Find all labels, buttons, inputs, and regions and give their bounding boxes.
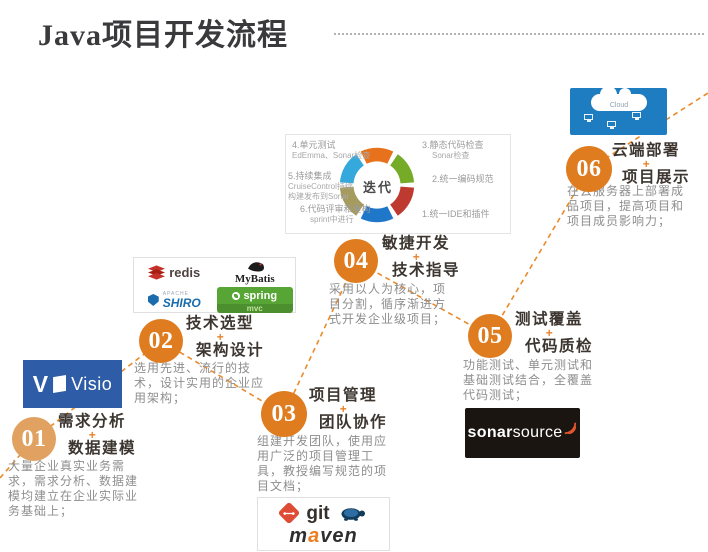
step-05-badge: 05: [468, 314, 512, 358]
step-04-title: 敏捷开发+技术指导: [382, 235, 461, 280]
visio-logo: V Visio: [23, 360, 122, 408]
sonar-signal-icon: [565, 422, 577, 435]
plus-icon: +: [642, 156, 652, 171]
cloud-label: Cloud: [609, 102, 629, 109]
step-06-badge: 06: [566, 146, 612, 192]
visio-page-icon: [53, 375, 67, 393]
iteration-label-unified-ide: 1.统一IDE和插件: [422, 209, 490, 219]
maven-wordmark: maven: [289, 525, 358, 547]
step-06-number: 06: [576, 155, 602, 182]
step-02-badge: 02: [139, 319, 183, 363]
iteration-label-code-review: 6.代码评审和重构 sprint中进行: [300, 204, 371, 225]
spring-leaf-icon: [232, 291, 241, 300]
step-04-description: 采用以人为核心，项目分割，循序渐进方式开发企业级项目；: [329, 282, 447, 326]
page-title: Java项目开发流程: [38, 19, 288, 52]
step-01-description: 大量企业真实业务需求，需求分析、数据建模均建立在企业实际业务基础上；: [8, 459, 139, 518]
step-03-number: 03: [271, 400, 297, 427]
shiro-logo: APACHE SHIRO: [134, 286, 215, 314]
cloud-deployment-image: Cloud: [570, 86, 667, 135]
step-04-badge: 04: [334, 239, 378, 283]
visio-wordmark: Visio: [71, 373, 113, 394]
step-05-number: 05: [477, 322, 503, 349]
step-01-number: 01: [21, 425, 47, 452]
build-tools-logos: git maven: [257, 497, 390, 551]
step-05-description: 功能测试、单元测试和基础测试结合，全覆盖代码测试；: [463, 358, 594, 402]
spring-mvc-logo: spring mvc: [215, 286, 296, 314]
iteration-label-continuous-integration: 5.持续集成 CruiseControl持续 构建发布到Sonar: [288, 171, 353, 202]
mybatis-bird-icon: [247, 261, 264, 271]
step-03-description: 组建开发团队，使用应用广泛的项目管理工具，教授编写规范的项目文档；: [257, 434, 388, 493]
monitor-icon: [632, 112, 641, 120]
tortoisesvn-turtle-icon: [341, 507, 365, 521]
visio-v-icon: V: [32, 370, 49, 397]
monitor-icon: [584, 114, 593, 122]
monitor-icon: [607, 121, 616, 129]
title-dotted-rule: [334, 33, 704, 35]
iteration-center-label: 迭代: [363, 180, 394, 195]
step-02-title: 技术选型+架构设计: [186, 315, 265, 360]
iteration-label-coding-standard: 2.统一编码规范: [432, 174, 494, 184]
step-06-title: 云端部署+项目展示: [612, 142, 691, 187]
iteration-label-unit-test: 4.单元测试 EdEmma、Sonar检查: [292, 140, 371, 161]
iteration-cycle-panel: 迭代 4.单元测试 EdEmma、Sonar检查 5.持续集成 CruiseCo…: [285, 134, 511, 234]
plus-icon: +: [339, 401, 349, 416]
plus-icon: +: [545, 325, 555, 340]
step-04-number: 04: [343, 247, 369, 274]
redis-icon: [148, 264, 166, 280]
step-01-badge: 01: [12, 417, 56, 461]
step-03-title: 项目管理+团队协作: [309, 387, 388, 432]
step-05-title: 测试覆盖+代码质检: [515, 311, 594, 356]
mybatis-logo: MyBatis: [215, 258, 296, 286]
cloud-icon: Cloud: [591, 86, 647, 111]
git-icon: [278, 501, 301, 525]
iteration-label-static-check: 3.静态代码检查 Sonar检查: [422, 140, 484, 161]
iteration-cycle-icon: [339, 147, 415, 223]
step-02-number: 02: [148, 327, 174, 354]
plus-icon: +: [88, 427, 98, 442]
tech-stack-logos: redis MyBatis APACHE SHIRO spring mvc: [133, 257, 296, 313]
redis-logo: redis: [134, 258, 215, 286]
git-wordmark: git: [306, 502, 330, 524]
step-06-description: 在云服务器上部署成品项目，提高项目和项目成员影响力；: [567, 184, 685, 228]
plus-icon: +: [216, 329, 226, 344]
step-01-title: 需求分析+数据建模: [58, 413, 137, 458]
shiro-shield-icon: [147, 294, 159, 306]
step-03-badge: 03: [261, 391, 307, 437]
step-02-description: 选用先进、流行的技术，设计实用的企业应用架构；: [134, 361, 265, 405]
plus-icon: +: [412, 249, 422, 264]
